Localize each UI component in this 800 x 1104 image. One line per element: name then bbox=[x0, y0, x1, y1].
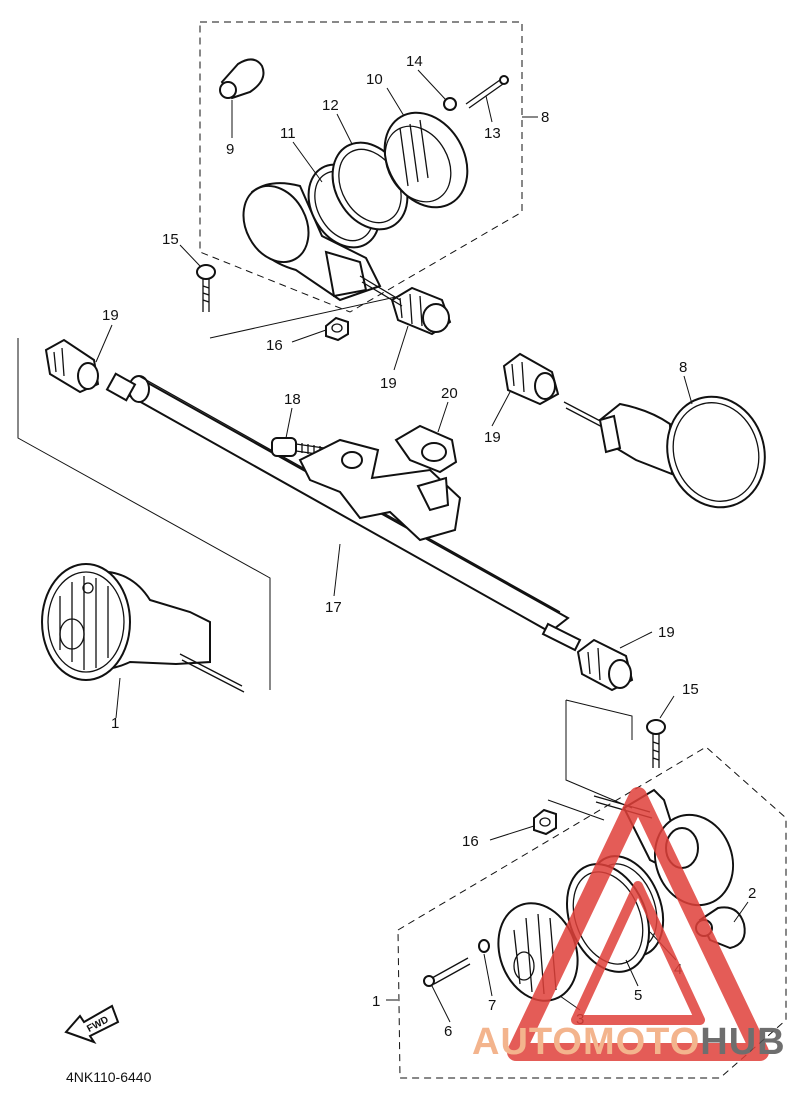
callout-9: 9 bbox=[226, 141, 234, 158]
callout-1-left: 1 bbox=[111, 715, 119, 732]
grommet-19-center bbox=[390, 286, 452, 336]
callout-11: 11 bbox=[280, 125, 296, 142]
washer-7 bbox=[478, 939, 490, 953]
callout-5: 5 bbox=[634, 987, 642, 1004]
callout-7: 7 bbox=[488, 997, 496, 1014]
signal-left-assembled bbox=[41, 563, 245, 693]
screw-15-top bbox=[196, 264, 216, 312]
handlebar-tube bbox=[105, 372, 582, 652]
callout-15-right: 15 bbox=[682, 681, 699, 698]
callout-16-bottom: 16 bbox=[462, 833, 479, 850]
callout-12: 12 bbox=[322, 97, 339, 114]
callout-19-right: 19 bbox=[484, 429, 501, 446]
callout-1-right: 1 bbox=[372, 993, 380, 1010]
bolt-18 bbox=[271, 437, 339, 458]
grommet-19-upper-left bbox=[44, 338, 100, 394]
grommet-19-right bbox=[502, 352, 560, 406]
callout-20: 20 bbox=[441, 385, 458, 402]
watermark-suffix: HUB bbox=[700, 1021, 785, 1063]
bulb-9 bbox=[219, 58, 265, 100]
grommet-19-lower bbox=[576, 638, 634, 692]
screw-6 bbox=[423, 957, 471, 987]
washer-14 bbox=[443, 97, 457, 111]
callout-labels: 9 11 12 10 14 13 8 15 16 19 19 18 20 8 1… bbox=[102, 53, 756, 1040]
callout-13: 13 bbox=[484, 125, 501, 142]
lens-10 bbox=[383, 111, 469, 209]
callout-19-center: 19 bbox=[380, 375, 397, 392]
callout-2: 2 bbox=[748, 885, 756, 902]
screw-13 bbox=[465, 75, 509, 109]
housing-top bbox=[242, 182, 403, 307]
watermark: AUTOMOTOHUB bbox=[472, 787, 786, 1063]
mounting-bracket bbox=[298, 438, 462, 542]
callout-10: 10 bbox=[366, 71, 383, 88]
svg-text:AUTOMOTOHUB: AUTOMOTOHUB bbox=[472, 1021, 786, 1063]
watermark-triangle bbox=[507, 787, 769, 1061]
watermark-triangle-inner bbox=[571, 881, 705, 1025]
callout-14: 14 bbox=[406, 53, 423, 70]
drawing-code: 4NK110-6440 bbox=[66, 1069, 152, 1085]
fwd-arrow: FWD bbox=[64, 1004, 120, 1044]
callout-16-top: 16 bbox=[266, 337, 283, 354]
callout-19-lower: 19 bbox=[658, 624, 675, 641]
holder-20 bbox=[394, 424, 458, 474]
callout-8-right: 8 bbox=[679, 359, 687, 376]
callout-19-upper-left: 19 bbox=[102, 307, 119, 324]
guide-lines bbox=[17, 295, 633, 821]
signal-right-assembled bbox=[563, 395, 766, 509]
nut-16-top bbox=[325, 316, 349, 342]
assembly-outline-top bbox=[199, 21, 523, 313]
nut-16-bottom bbox=[533, 808, 557, 836]
watermark-prefix: AUTOMOTO bbox=[472, 1021, 700, 1063]
callout-17: 17 bbox=[325, 599, 342, 616]
callout-6: 6 bbox=[444, 1023, 452, 1040]
callout-18: 18 bbox=[284, 391, 301, 408]
callout-15-top: 15 bbox=[162, 231, 179, 248]
screw-15-right bbox=[646, 719, 666, 768]
callout-8-top: 8 bbox=[541, 109, 549, 126]
